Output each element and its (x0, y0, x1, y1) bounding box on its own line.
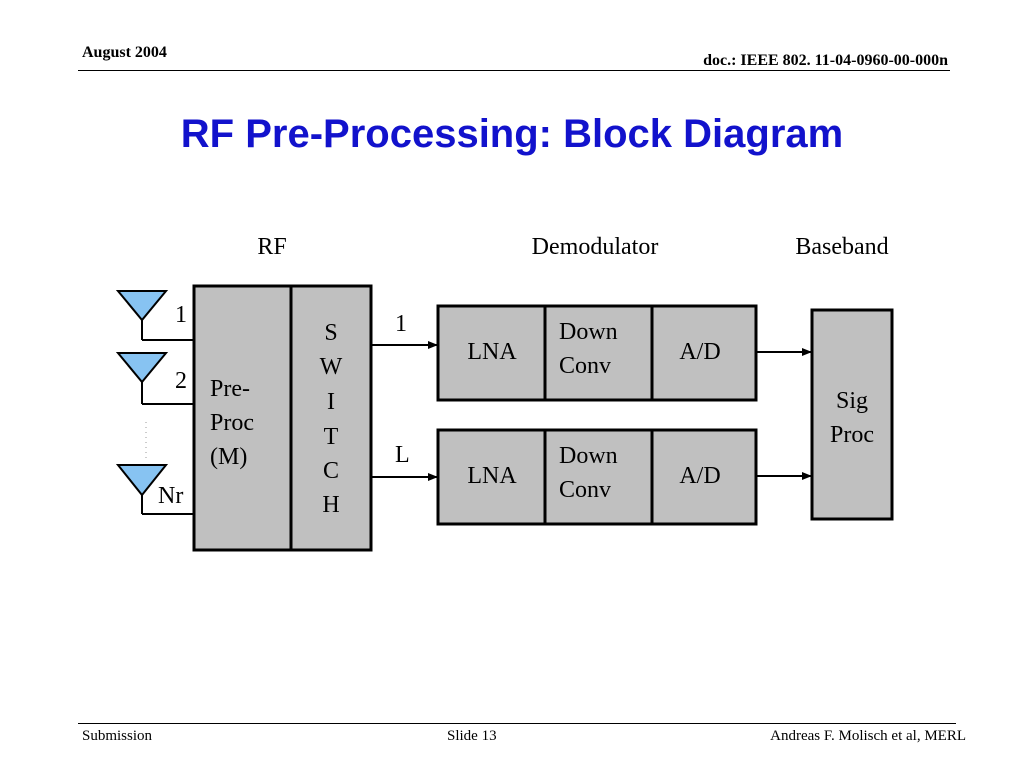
chain-1-lna-label: LNA (467, 339, 517, 365)
switch-block (289, 284, 373, 552)
switch-letter-h: H (322, 492, 339, 518)
chain-l-lna-label: LNA (467, 463, 517, 489)
switch-letter-t: T (324, 424, 339, 450)
antenna-nr-label: Nr (158, 483, 183, 509)
switch-letter-c: C (323, 458, 339, 484)
chain-l-downconv-line-1: Down (559, 443, 618, 469)
footer-slide-number: Slide 13 (447, 728, 497, 744)
rf-section-label: RF (257, 234, 286, 260)
chain-l-downconv-block (543, 428, 654, 526)
chain-l (436, 428, 758, 526)
chain-1 (436, 304, 758, 402)
header-doc-id: doc.: IEEE 802. 11-04-0960-00-000n (703, 52, 948, 69)
chain-l-adc-label: A/D (679, 463, 720, 489)
footer-author: Andreas F. Molisch et al, MERL (770, 728, 966, 744)
demodulator-section-label: Demodulator (532, 234, 659, 260)
switch-letter-i: I (327, 389, 335, 415)
antenna-1 (115, 290, 194, 341)
header-rule (78, 70, 950, 71)
chain-l-downconv-line-2: Conv (559, 477, 611, 503)
chain-1-label: 1 (395, 311, 407, 337)
chain-l-adc-block (650, 428, 758, 526)
sigproc-line-2: Proc (830, 422, 874, 448)
sigproc-block (810, 308, 894, 521)
antenna-nr (115, 464, 194, 515)
sigproc-line-1: Sig (836, 388, 868, 414)
chain-1-adc-label: A/D (679, 339, 720, 365)
preproc-line-3: (M) (210, 444, 247, 470)
switch-letter-w: W (320, 354, 343, 380)
footer-rule (78, 723, 956, 724)
antenna-2 (115, 352, 194, 405)
chain-l-label: L (395, 442, 410, 468)
switch-letter-s: S (324, 320, 337, 346)
chain-1-downconv-line-2: Conv (559, 353, 611, 379)
header-date: August 2004 (82, 44, 167, 61)
slide-title: RF Pre-Processing: Block Diagram (180, 112, 844, 156)
preproc-line-2: Proc (210, 410, 254, 436)
preproc-line-1: Pre- (210, 376, 250, 402)
chain-l-lna-block (436, 428, 547, 526)
antenna-1-label: 1 (175, 302, 187, 328)
baseband-section-label: Baseband (795, 234, 888, 260)
chain-1-downconv-line-1: Down (559, 319, 618, 345)
footer-submission: Submission (82, 728, 153, 744)
antenna-2-label: 2 (175, 368, 187, 394)
